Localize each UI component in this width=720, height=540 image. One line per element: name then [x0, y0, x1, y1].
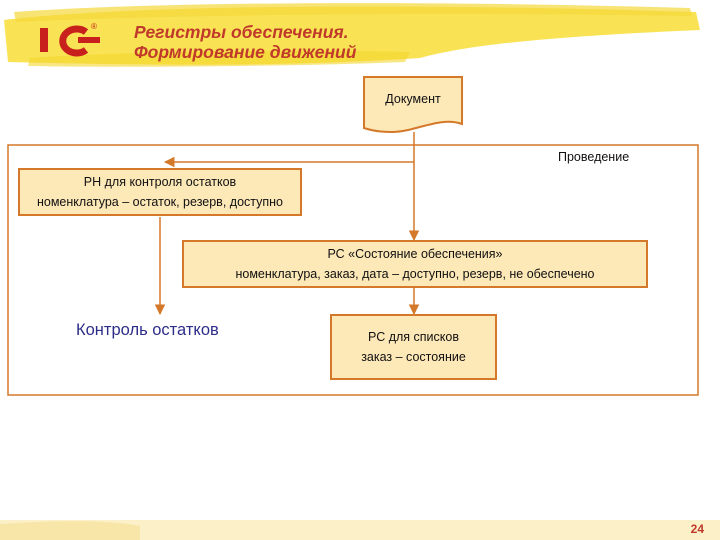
- rs-lists-line-1: РС для списков: [368, 330, 459, 344]
- header-brush-stroke: [4, 3, 700, 67]
- rn-box-line-1: РН для контроля остатков: [83, 175, 237, 189]
- rs-lists-line-2: заказ – состояние: [361, 350, 466, 364]
- logo-1c-icon: ®: [40, 22, 100, 57]
- rs-lists-box: РС для списков заказ – состояние: [330, 314, 497, 380]
- stock-control-label: Контроль остатков: [76, 321, 219, 339]
- title-line-1: Регистры обеспечения.: [134, 22, 349, 42]
- document-shape: [363, 76, 463, 134]
- footer-bar: [0, 520, 720, 540]
- rn-stock-control-box: РН для контроля остатков номенклатура – …: [18, 168, 302, 216]
- rs-supply-state-box: РС «Состояние обеспечения» номенклатура,…: [182, 240, 648, 288]
- rs-supply-line-1: РС «Состояние обеспечения»: [327, 247, 503, 261]
- posting-label: Проведение: [558, 150, 630, 164]
- page-number: 24: [690, 522, 704, 536]
- page-title: Регистры обеспечения. Формирование движе…: [134, 22, 356, 62]
- rn-box-line-2: номенклатура – остаток, резерв, доступно: [36, 195, 284, 209]
- title-line-2: Формирование движений: [134, 42, 357, 62]
- posting-frame: [7, 144, 699, 396]
- svg-text:®: ®: [91, 22, 97, 31]
- document-label: Документ: [385, 92, 441, 106]
- rs-supply-line-2: номенклатура, заказ, дата – доступно, ре…: [235, 267, 595, 281]
